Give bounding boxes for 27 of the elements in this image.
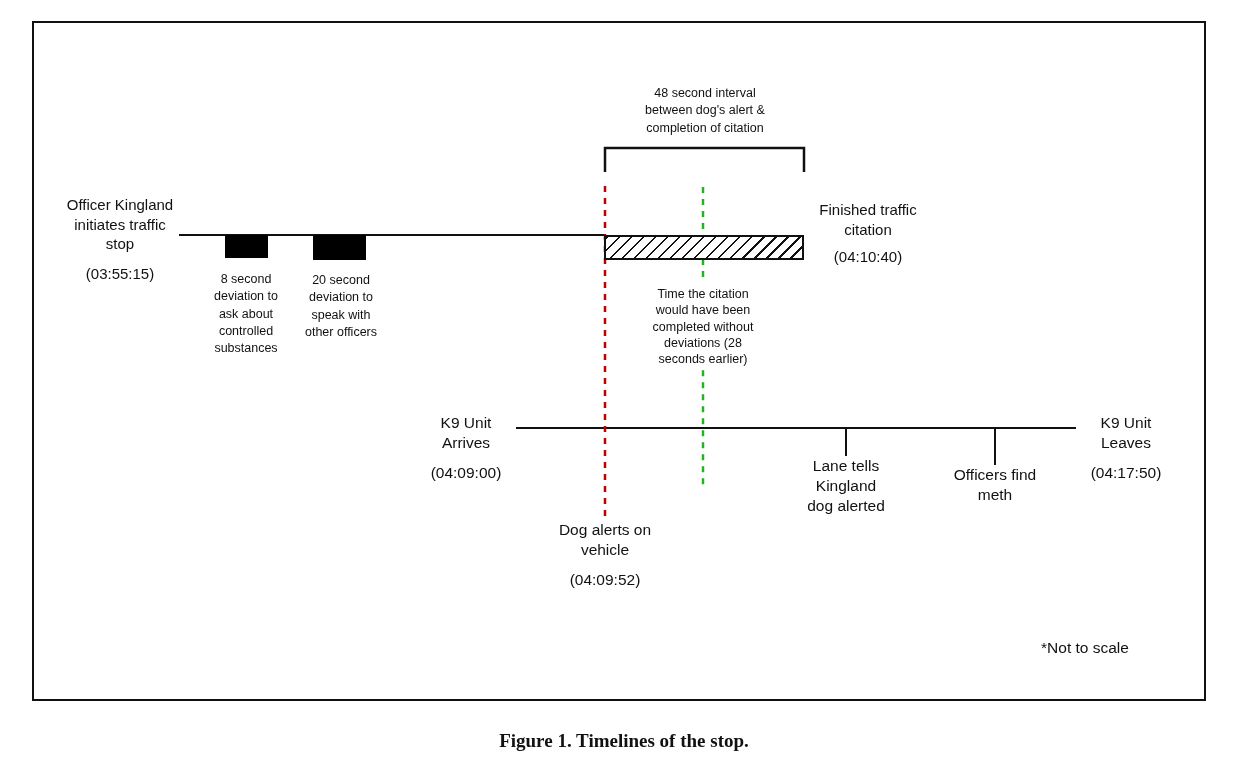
timestamp: (03:55:15) xyxy=(84,263,156,283)
deviation-caption: 20 second deviation to speak with other officers xyxy=(304,272,378,341)
annotation-text: Time the citation would have been completed without deviations (28 seconds earlier) xyxy=(651,286,755,368)
deviation-caption: 8 second deviation to ask about controlled substances xyxy=(213,271,279,357)
event-label: Officers find meth xyxy=(952,465,1038,506)
timestamp: (04:17:50) xyxy=(1089,463,1163,484)
figure-caption: Figure 1. Timelines of the stop. xyxy=(498,730,750,752)
timestamp: (04:10:40) xyxy=(832,247,904,267)
event-label: Dog alerts on vehicle xyxy=(558,520,652,561)
timeline-line xyxy=(515,427,1077,429)
timeline-line xyxy=(178,234,605,236)
interval-label: 48 second interval between dog's alert & completion of citation xyxy=(644,85,766,137)
dashed-line xyxy=(603,186,607,516)
tick-mark xyxy=(845,427,847,457)
tick-mark xyxy=(994,427,996,466)
deviation-bar xyxy=(225,235,268,258)
timestamp: (04:09:00) xyxy=(429,463,503,484)
event-label: Lane tells Kingland dog alerted xyxy=(806,456,886,517)
event-label: K9 Unit Arrives xyxy=(439,413,493,454)
event-label: Officer Kingland initiates traffic stop xyxy=(65,195,175,254)
dashed-line xyxy=(701,370,705,486)
deviation-bar xyxy=(313,235,366,260)
timestamp: (04:09:52) xyxy=(568,570,642,591)
event-label: Finished traffic citation xyxy=(818,200,918,239)
note-text: *Not to scale xyxy=(1040,638,1130,658)
hatched-bar xyxy=(604,235,804,260)
event-label: K9 Unit Leaves xyxy=(1099,413,1153,454)
